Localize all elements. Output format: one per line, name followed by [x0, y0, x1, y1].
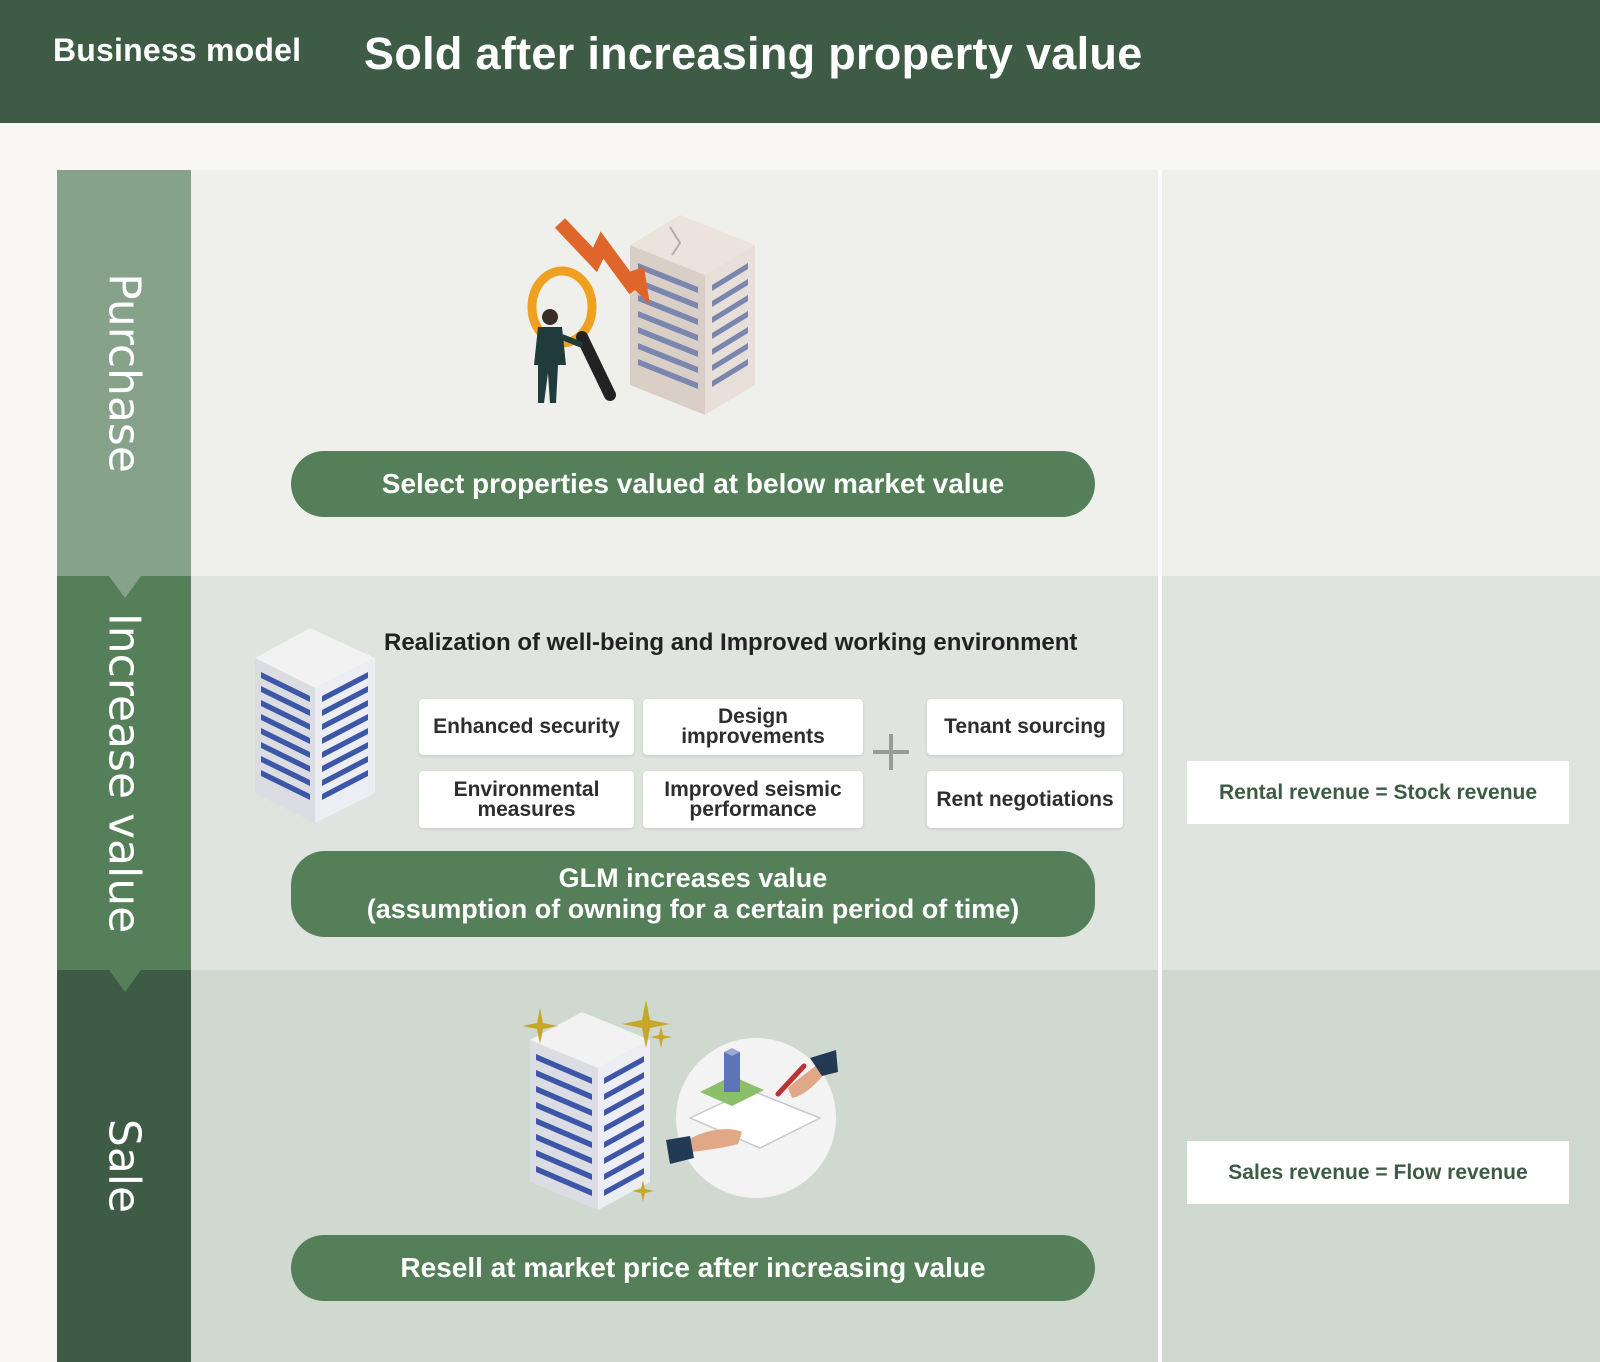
header-bar: Business model Sold after increasing pro…	[0, 0, 1600, 123]
building-icon	[255, 628, 375, 823]
rental-revenue-box: Rental revenue = Stock revenue	[1187, 761, 1569, 824]
header-kicker: Business model	[53, 32, 302, 68]
stage-label-sale: Sale	[57, 970, 191, 1362]
businessman-icon	[534, 309, 584, 403]
increase-subheading: Realization of well-being and Improved w…	[384, 629, 1078, 656]
stage-label-increase-value-text: Increase value	[98, 612, 150, 934]
purchase-side-panel	[1162, 170, 1600, 576]
stage-label-purchase: Purchase	[57, 170, 191, 576]
purchase-pill: Select properties valued at below market…	[291, 451, 1095, 517]
measure-enhanced-security: Enhanced security	[419, 699, 634, 755]
downward-arrow-icon	[554, 218, 650, 305]
stage-arrow-purchase	[109, 576, 141, 598]
increase-pill: GLM increases value (assumption of ownin…	[291, 851, 1095, 937]
sales-revenue-box: Sales revenue = Flow revenue	[1187, 1141, 1569, 1204]
sale-illustration	[522, 1000, 838, 1210]
stage-label-purchase-text: Purchase	[98, 273, 150, 473]
contract-signing-icon	[666, 1038, 838, 1198]
column-divider	[1158, 170, 1162, 1362]
purchase-illustration	[527, 215, 755, 415]
stage-label-increase-value: Increase value	[57, 576, 191, 970]
sparkle-icon	[522, 1000, 672, 1202]
measure-rent-negotiations: Rent negotiations	[927, 771, 1123, 828]
sale-pill: Resell at market price after increasing …	[291, 1235, 1095, 1301]
sale-pill-text: Resell at market price after increasing …	[400, 1252, 986, 1283]
old-building-icon	[630, 215, 755, 415]
measure-tenant-sourcing: Tenant sourcing	[927, 699, 1123, 755]
plus-icon	[873, 734, 909, 770]
stage-label-sale-text: Sale	[98, 1118, 150, 1214]
purchase-pill-text: Select properties valued at below market…	[381, 468, 1005, 499]
renovated-building-icon	[530, 1012, 650, 1210]
page-title: Sold after increasing property value	[364, 28, 1143, 79]
stage-arrow-increase-value	[109, 970, 141, 992]
